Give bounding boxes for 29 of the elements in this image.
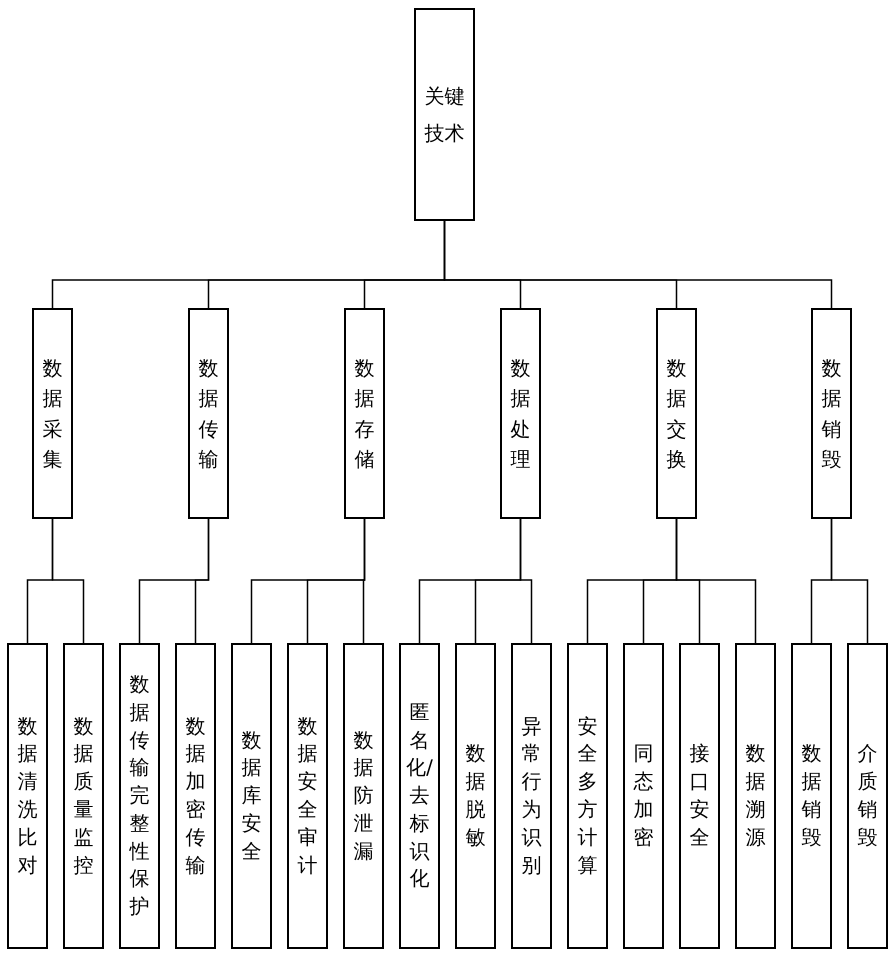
technology-box: 数据传输完整性保护 — [119, 643, 160, 949]
category-box: 数据传输 — [188, 308, 229, 519]
technology-box: 安全多方计算 — [567, 643, 608, 949]
connector-line — [520, 519, 532, 643]
connector-line — [194, 519, 210, 643]
technology-box: 数据清洗比对 — [7, 643, 48, 949]
technology-box: 数据脱敏 — [455, 643, 496, 949]
technology-box: 匿名化/去标识化 — [399, 643, 440, 949]
connector-line — [676, 519, 756, 643]
category-box: 数据销毁 — [811, 308, 852, 519]
category-box: 数据采集 — [32, 308, 73, 519]
category-box: 数据存储 — [344, 308, 385, 519]
technology-box: 数据防泄漏 — [343, 643, 384, 949]
category-box: 数据处理 — [500, 308, 541, 519]
technology-box: 数据安全审计 — [287, 643, 328, 949]
technology-box: 数据质量监控 — [63, 643, 104, 949]
connector-line — [830, 519, 868, 643]
connector-line — [362, 519, 366, 643]
root-box: 关键技术 — [414, 8, 475, 221]
technology-box: 数据溯源 — [735, 643, 776, 949]
connector-line — [52, 519, 84, 643]
technology-box: 异常行为识别 — [511, 643, 552, 949]
technology-box: 数据加密传输 — [175, 643, 216, 949]
technology-box: 数据库安全 — [231, 643, 272, 949]
category-box: 数据交换 — [656, 308, 697, 519]
technology-box: 接口安全 — [679, 643, 720, 949]
technology-box: 同态加密 — [623, 643, 664, 949]
technology-box: 数据销毁 — [791, 643, 832, 949]
technology-box: 介质销毁 — [847, 643, 888, 949]
